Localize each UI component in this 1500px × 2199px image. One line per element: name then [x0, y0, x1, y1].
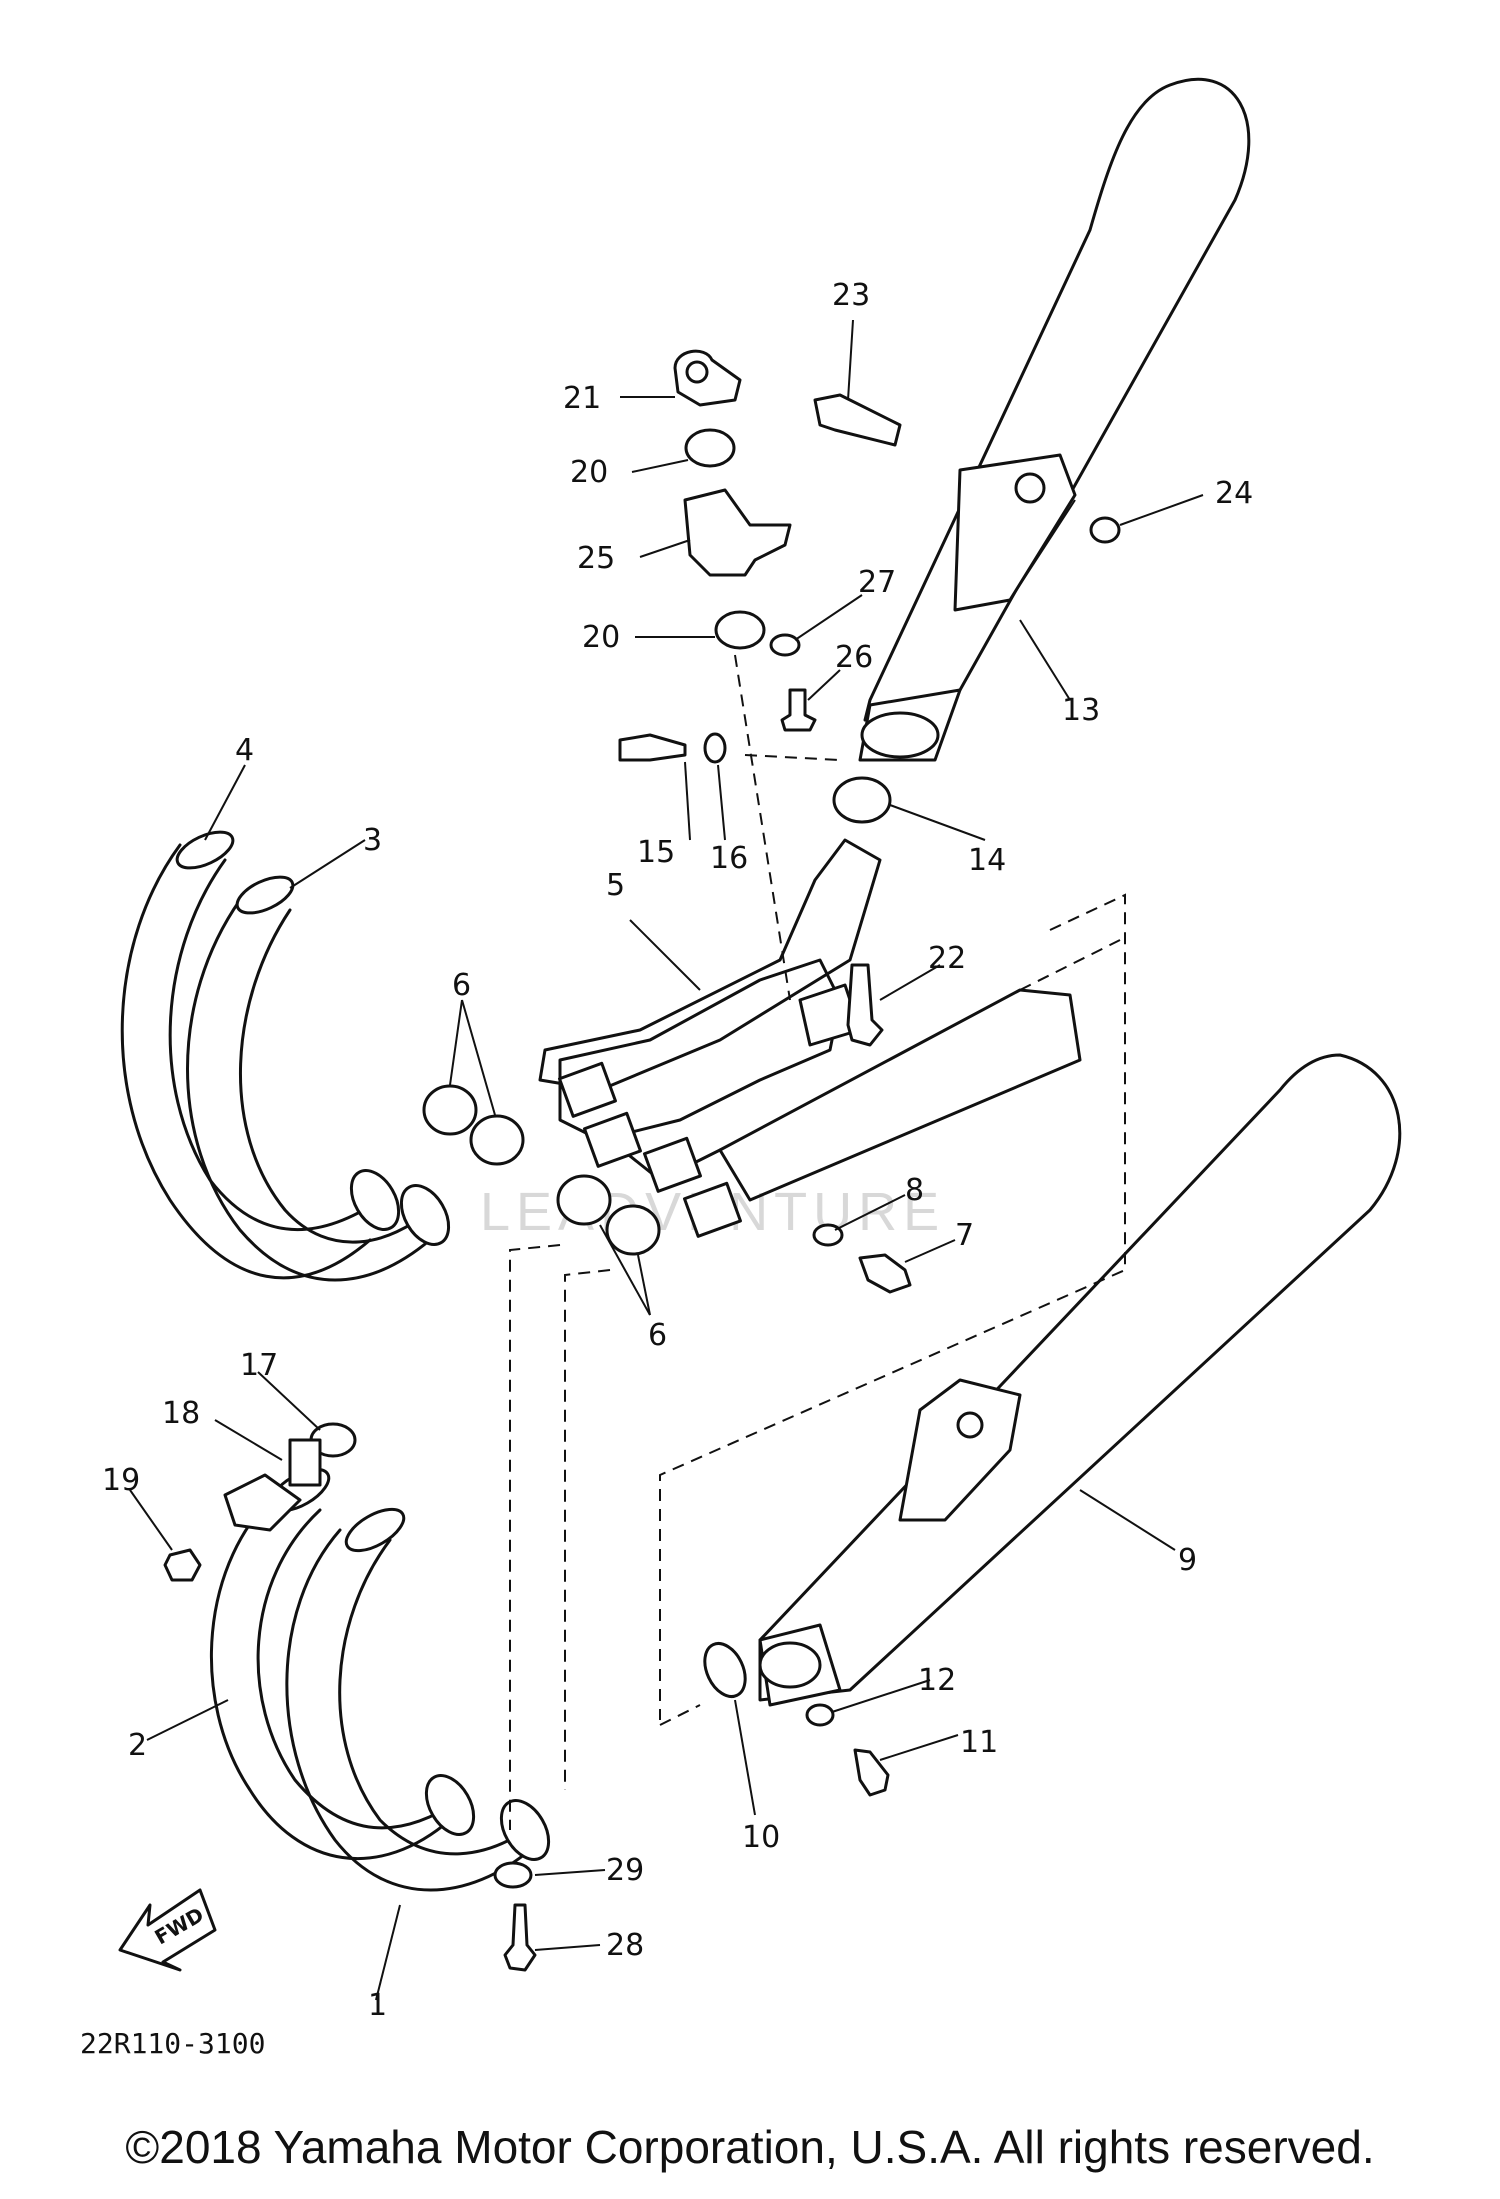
forward-arrow-icon: FWD — [118, 1888, 217, 1972]
drawing-code: 22R110-3100 — [80, 2027, 265, 2060]
callout-15: 15 — [637, 835, 675, 870]
callout-29: 29 — [606, 1853, 644, 1888]
callout-14: 14 — [968, 843, 1006, 878]
callout-23: 23 — [832, 278, 870, 313]
callout-10: 10 — [742, 1820, 780, 1855]
muffler-lower — [758, 1053, 1402, 1707]
reference-lines — [509, 654, 1126, 1830]
callout-25: 25 — [577, 541, 615, 576]
muffler-upper — [858, 77, 1251, 762]
callout-17: 17 — [240, 1348, 278, 1383]
callout-7: 7 — [955, 1218, 974, 1253]
exhaust-pipes-upper — [120, 830, 451, 1282]
callouts: 1 2 3 4 5 6 6 7 8 9 10 11 12 13 14 15 16… — [102, 278, 1253, 2023]
callout-13: 13 — [1062, 693, 1100, 728]
callout-3: 3 — [363, 823, 382, 858]
copyright-notice: ©2018 Yamaha Motor Corporation, U.S.A. A… — [125, 2121, 1375, 2173]
exhaust-pipes-lower — [209, 1467, 551, 1892]
callout-12: 12 — [918, 1663, 956, 1698]
callout-16: 16 — [710, 841, 748, 876]
callout-8: 8 — [905, 1173, 924, 1208]
callout-2: 2 — [128, 1728, 147, 1763]
leader-lines — [129, 319, 1204, 2001]
callout-11: 11 — [960, 1725, 998, 1760]
callout-22: 22 — [928, 941, 966, 976]
callout-21: 21 — [563, 381, 601, 416]
callout-20-upper: 20 — [570, 455, 608, 490]
callout-1: 1 — [368, 1988, 387, 2023]
callout-5: 5 — [606, 868, 625, 903]
callout-24: 24 — [1215, 476, 1253, 511]
callout-6-lower: 6 — [648, 1318, 667, 1353]
collector-joint — [538, 838, 1082, 1238]
callout-18: 18 — [162, 1396, 200, 1431]
callout-20-lower: 20 — [582, 620, 620, 655]
callout-28: 28 — [606, 1928, 644, 1963]
callout-26: 26 — [835, 640, 873, 675]
callout-19: 19 — [102, 1463, 140, 1498]
callout-4: 4 — [235, 733, 254, 768]
callout-27: 27 — [858, 565, 896, 600]
callout-6-upper: 6 — [452, 968, 471, 1003]
hardware — [163, 349, 1121, 1972]
callout-9: 9 — [1178, 1543, 1197, 1578]
